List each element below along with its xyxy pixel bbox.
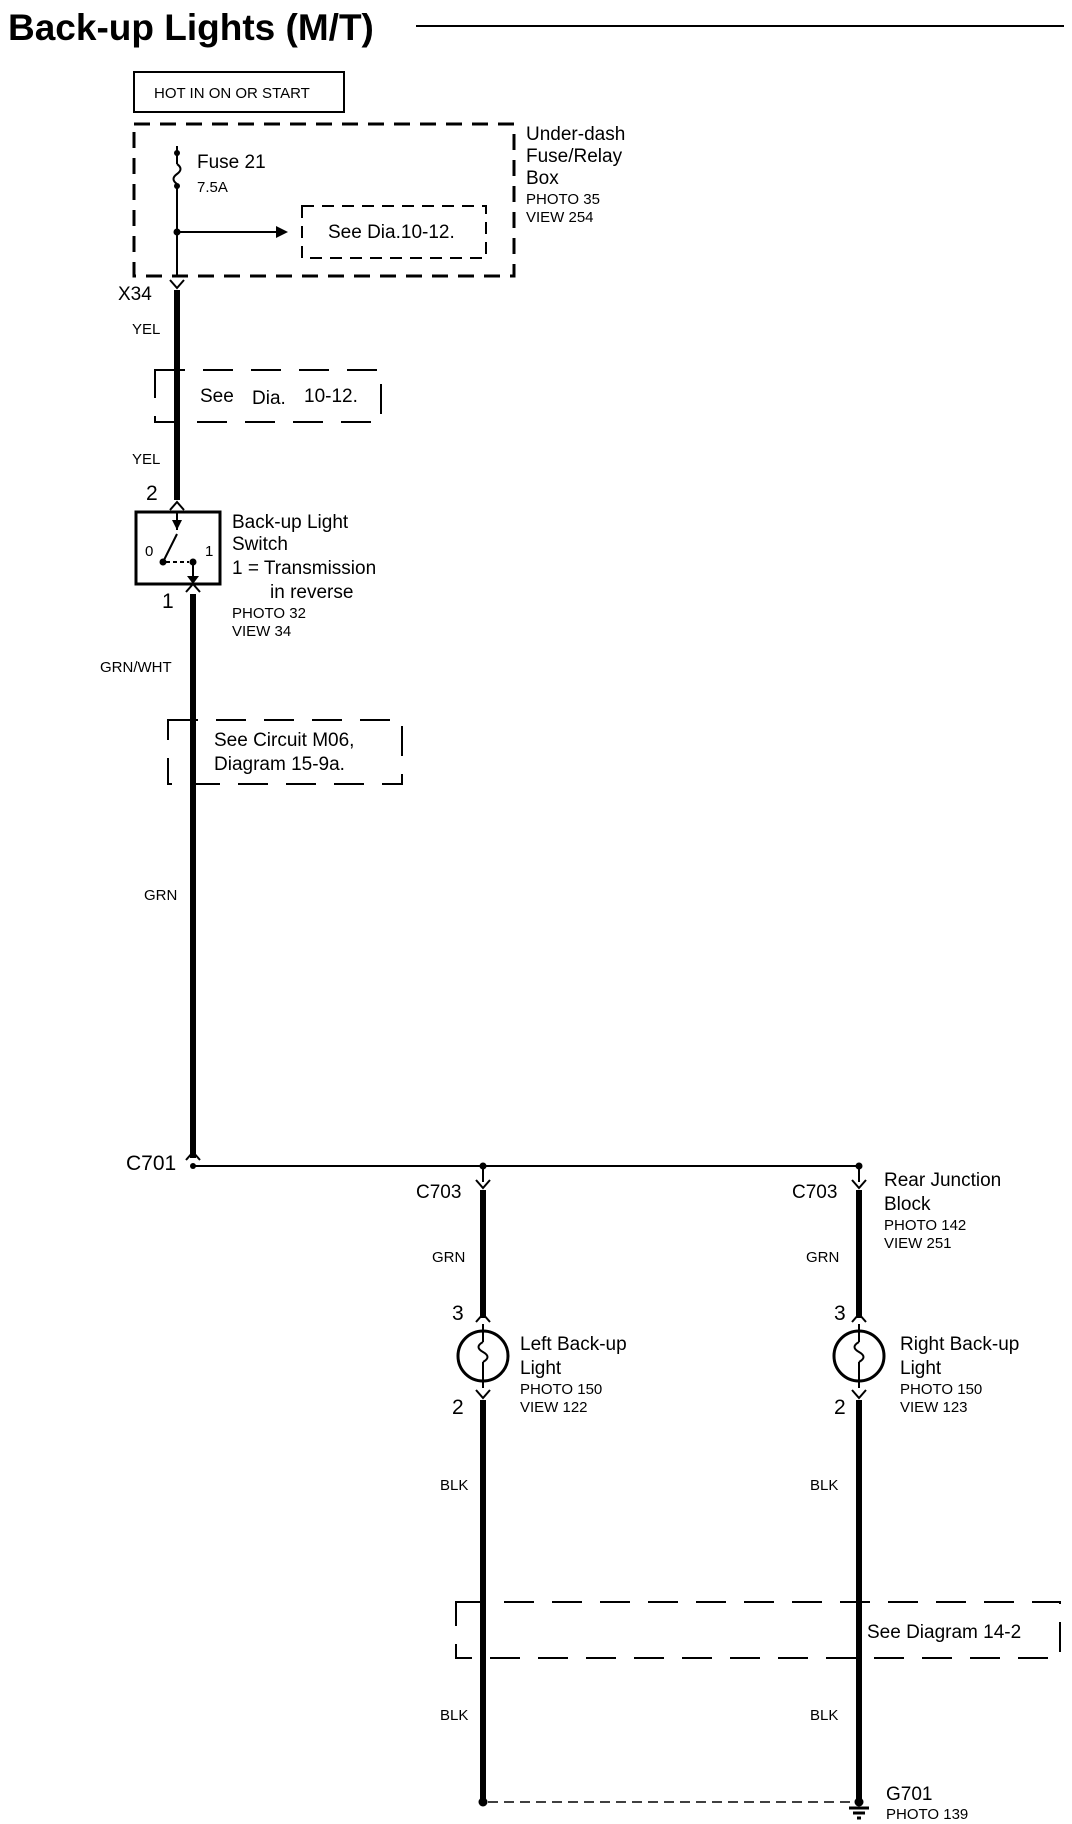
switch-contact [162, 533, 178, 563]
right-bulb-icon [832, 1312, 886, 1400]
ground-icon [849, 1806, 869, 1820]
ref-dia-dia: Dia. [252, 388, 286, 409]
left-light-pin-bottom: 2 [452, 1396, 464, 1419]
wire-label-blk-right-2: BLK [810, 1707, 838, 1724]
left-light-view: VIEW 122 [520, 1399, 588, 1416]
switch-name-1: Back-up Light [232, 512, 349, 533]
switch-photo: PHOTO 32 [232, 605, 306, 622]
fuse-box-name-2: Fuse/Relay [526, 146, 623, 167]
wire-label-grn-wht: GRN/WHT [100, 659, 172, 676]
connector-x34: X34 [118, 284, 152, 305]
switch-note-1: 1 = Transmission [232, 558, 376, 579]
fuse-box-photo: PHOTO 35 [526, 191, 600, 208]
power-label: HOT IN ON OR START [154, 85, 310, 102]
fuse-rating: 7.5A [197, 179, 228, 196]
switch-pos-0: 0 [145, 543, 153, 560]
fuse-symbol [172, 163, 182, 185]
left-light-pin-top: 3 [452, 1302, 464, 1325]
connector-c701: C701 [126, 1152, 176, 1175]
ground-name: G701 [886, 1784, 932, 1805]
fuse-name: Fuse 21 [197, 152, 266, 173]
page-title: Back-up Lights (M/T) [8, 7, 374, 48]
right-light-view: VIEW 123 [900, 1399, 968, 1416]
wire-label-yel-2: YEL [132, 451, 160, 468]
junction-name-1: Rear Junction [884, 1170, 1001, 1191]
connector-c703-right: C703 [792, 1182, 837, 1203]
switch-pin-top: 2 [146, 482, 158, 505]
wire-label-blk-right-1: BLK [810, 1477, 838, 1494]
connector-c703-left: C703 [416, 1182, 461, 1203]
junction-view: VIEW 251 [884, 1235, 952, 1252]
ref-dia-num: 10-12. [304, 386, 358, 407]
fuse-box-ref: See Dia.10-12. [328, 222, 455, 243]
left-light-photo: PHOTO 150 [520, 1381, 602, 1398]
right-light-pin-top: 3 [834, 1302, 846, 1325]
power-label-box: HOT IN ON OR START [133, 71, 345, 113]
ref-box-diagram-14-2: See Diagram 14-2 [455, 1601, 1061, 1659]
fuse-box-view: VIEW 254 [526, 209, 594, 226]
ref-box-dia-10-12: See Dia. 10-12. [154, 369, 382, 423]
connector-c701-symbol [185, 1150, 201, 1161]
wire-label-grn-left: GRN [432, 1249, 465, 1266]
arrow-right-icon [276, 226, 288, 238]
backup-light-switch: 0 1 [134, 500, 222, 593]
left-light-name-1: Left Back-up [520, 1334, 627, 1355]
right-light-name-1: Right Back-up [900, 1334, 1019, 1355]
right-light-pin-bottom: 2 [834, 1396, 846, 1419]
connector-x34-symbol [169, 279, 185, 290]
wire-label-blk-left-2: BLK [440, 1707, 468, 1724]
wire-label-grn-right: GRN [806, 1249, 839, 1266]
junction-photo: PHOTO 142 [884, 1217, 966, 1234]
wire-label-yel-1: YEL [132, 321, 160, 338]
ref-box-circuit-m06: See Circuit M06, Diagram 15-9a. [167, 719, 403, 785]
left-bulb-icon [456, 1312, 510, 1400]
switch-view: VIEW 34 [232, 623, 291, 640]
ground-photo: PHOTO 139 [886, 1806, 968, 1823]
fuse-relay-box: Fuse 21 7.5A See Dia.10-12. [132, 122, 516, 278]
switch-note-2: in reverse [270, 582, 353, 603]
wire-label-blk-left-1: BLK [440, 1477, 468, 1494]
fuse-box-name-3: Box [526, 168, 559, 189]
wire-label-grn: GRN [144, 887, 177, 904]
switch-pos-1: 1 [205, 543, 213, 560]
fuse-box-name-1: Under-dash [526, 124, 625, 145]
switch-name-2: Switch [232, 534, 288, 555]
right-light-photo: PHOTO 150 [900, 1381, 982, 1398]
ref-circuit-line-1: See Circuit M06, [214, 730, 354, 751]
switch-pin-bottom: 1 [162, 590, 174, 613]
left-light-name-2: Light [520, 1358, 562, 1379]
ref-circuit-line-2: Diagram 15-9a. [214, 754, 345, 775]
ref-diagram-14-2: See Diagram 14-2 [867, 1622, 1021, 1643]
junction-name-2: Block [884, 1194, 931, 1215]
ref-dia-see: See [200, 386, 234, 407]
right-light-name-2: Light [900, 1358, 942, 1379]
